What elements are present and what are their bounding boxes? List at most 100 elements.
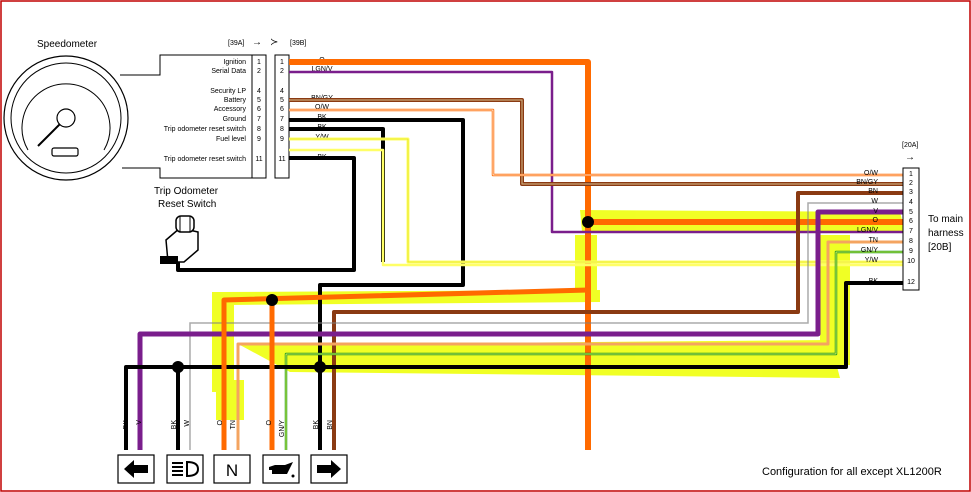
pin-number-39a: 1: [257, 59, 261, 66]
speedometer-hub: [56, 108, 76, 128]
wire-label-bottom: BK: [171, 420, 178, 430]
main-harness-line1: To main: [928, 214, 963, 225]
speedometer-needle: [37, 123, 61, 147]
wire-v: [137, 209, 908, 450]
pin-name-39a: Battery: [224, 97, 247, 104]
pin-number-20a: 8: [909, 238, 913, 245]
pin-number-39b: 2: [280, 68, 284, 75]
pin-number-20a: 7: [909, 228, 913, 235]
pin-name-39a: Ground: [223, 116, 246, 123]
wire-color-20a: BN: [868, 188, 878, 195]
wire-bk-pin12: [124, 281, 908, 450]
wire-tn: [236, 240, 908, 450]
pin-number-20a: 6: [909, 218, 913, 225]
wire-color-20a: W: [871, 198, 878, 205]
pin-number-39b: 8: [280, 126, 284, 133]
wire-color-20a: BN/GY: [856, 179, 878, 186]
wires: [124, 59, 908, 450]
pin-number-20a: 5: [909, 209, 913, 216]
pin-name-39a: Security LP: [210, 88, 246, 95]
pin-number-39a: 8: [257, 126, 261, 133]
high-beam-icon: [166, 454, 204, 484]
pin-number-39a: 9: [257, 136, 261, 143]
speedometer-title: Speedometer: [37, 39, 98, 50]
connector-39a-body: [251, 54, 267, 179]
pin-name-39a: Fuel level: [216, 136, 246, 143]
wire-bn: [332, 191, 908, 450]
speedometer: Speedometer: [3, 39, 129, 181]
connector-20a-body: [902, 167, 920, 291]
pin-number-39a: 6: [257, 106, 261, 113]
trip-odometer-switch: Trip Odometer Reset Switch: [154, 186, 219, 264]
wire-orange-ignition: [289, 59, 908, 450]
wire-color-39b: BK: [317, 114, 327, 121]
wire-bk-trip-switch: [176, 156, 356, 272]
left-turn-arrow-icon: [117, 454, 155, 484]
pin-name-39a: Accessory: [214, 106, 247, 113]
wire-label-bottom: TN: [230, 420, 237, 429]
indicator-lamps: N: [117, 454, 348, 484]
pin-number-20a: 12: [907, 279, 915, 286]
pin-number-20a: 9: [909, 248, 913, 255]
connector-39b-body: [274, 54, 290, 179]
wire-color-39b: LGN/V: [311, 66, 332, 73]
pin-number-39a: 5: [257, 97, 261, 104]
pin-number-20a: 10: [907, 258, 915, 265]
speedometer-inner-ring: [10, 62, 122, 174]
wire-label-bottom: V: [136, 420, 143, 425]
pin-number-20a: 1: [909, 171, 913, 178]
pin-number-39a: 7: [257, 116, 261, 123]
odometer-window: [51, 147, 79, 157]
connector-39b-label: [39B]: [290, 40, 306, 47]
pin-number-39a: 2: [257, 68, 261, 75]
trip-switch-line1: Trip Odometer: [154, 186, 219, 197]
pin-number-39b: 4: [280, 88, 284, 95]
wire-color-20a: GN/Y: [861, 247, 878, 254]
wire-label-bottom: O: [217, 419, 224, 425]
pin-name-39a: Serial Data: [211, 68, 246, 75]
pin-name-39a: Trip odometer reset switch: [164, 126, 246, 133]
pin-number-20a: 4: [909, 199, 913, 206]
right-turn-arrow-icon: [310, 454, 348, 484]
diagram-caption: Configuration for all except XL1200R: [762, 466, 942, 478]
neutral-letter: N: [226, 461, 238, 480]
wire-color-20a: LGN/V: [857, 227, 878, 234]
pin-number-39b: 1: [280, 59, 284, 66]
wire-label-bottom: W: [184, 420, 191, 427]
wire-label-bottom: BN: [327, 420, 334, 430]
pin-number-39a: 11: [255, 156, 262, 163]
connector-20a-arrow: →: [905, 152, 915, 163]
wire-color-39b: O/W: [315, 104, 329, 111]
wire-color-20a: O/W: [864, 170, 878, 177]
speedometer-dial: [21, 83, 111, 151]
highlighter-marks: [212, 210, 905, 420]
wire-color-20a: V: [873, 208, 878, 215]
wire-color-20a: TN: [869, 237, 878, 244]
pin-number-39b: 5: [280, 97, 284, 104]
trip-switch-line2: Reset Switch: [158, 199, 216, 210]
neutral-icon: N: [213, 454, 251, 484]
connector-39a-label: [39A]: [228, 40, 244, 47]
connector-20a-label: [20A]: [902, 142, 918, 149]
wire-orange-indicators: [221, 287, 589, 450]
pin-number-39b: 9: [280, 136, 284, 143]
pin-number-39b: 11: [278, 156, 285, 163]
wire-w: [189, 202, 908, 450]
wire-bk-ground: [289, 118, 465, 450]
wire-label-bottom: BK: [123, 420, 130, 430]
wire-lgnv-serial: [289, 70, 908, 234]
pin-name-39a: Ignition: [223, 59, 246, 66]
wire-color-20a: BK: [869, 278, 879, 285]
pin-number-20a: 2: [909, 180, 913, 187]
wire-color-20a: Y/W: [865, 257, 879, 264]
pin-name-39a: Trip odometer reset switch: [164, 156, 246, 163]
pin-number-39b: 7: [280, 116, 284, 123]
pin-number-39a: 4: [257, 88, 261, 95]
wire-color-20a: O: [873, 217, 879, 224]
connector-39a-arrow: →: [252, 37, 262, 48]
